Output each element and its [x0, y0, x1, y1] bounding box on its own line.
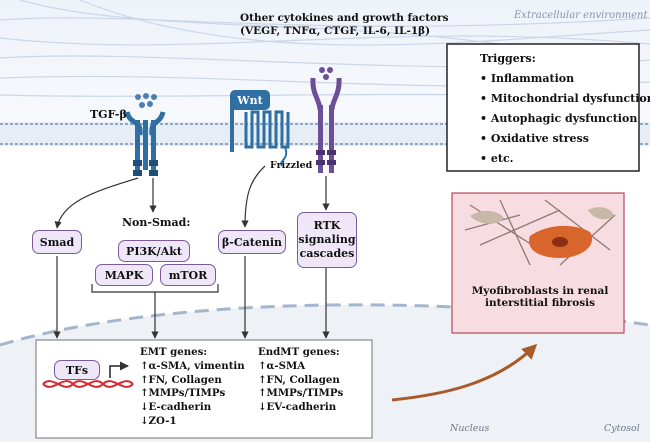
- emt-item: ↑α-SMA, vimentin: [140, 359, 245, 372]
- emt-item: ↓E-cadherin: [140, 401, 212, 414]
- myofibroblast-image: [464, 199, 616, 266]
- emt-title: EMT genes:: [140, 346, 208, 358]
- endmt-item: ↑α-SMA: [258, 359, 306, 372]
- emt-genes: EMT genes: ↑α-SMA, vimentin ↑FN, Collage…: [140, 346, 245, 429]
- other-factors-title: Other cytokines and growth factors: [240, 12, 449, 24]
- tgfb-label: TGF-β: [90, 108, 127, 121]
- catenin-node: β-Catenin: [218, 230, 286, 254]
- pi3k-node: PI3K/Akt: [118, 240, 190, 262]
- fibrosis-arrow: [391, 343, 538, 402]
- triggers-list: Triggers: • Inflammation • Mitochondrial…: [480, 49, 650, 169]
- tfs-node: TFs: [54, 360, 100, 380]
- endmt-item: ↑FN, Collagen: [258, 373, 340, 386]
- signaling-arrows: [53, 165, 330, 339]
- tgfb-receptor: [124, 111, 166, 176]
- myofibroblast-caption: Myofibroblasts in renal interstitial fib…: [471, 285, 609, 309]
- smad-node: Smad: [32, 230, 82, 254]
- trigger-item: • Inflammation: [480, 72, 575, 85]
- endmt-title: EndMT genes:: [258, 346, 340, 358]
- emt-item: ↑FN, Collagen: [140, 373, 222, 386]
- tgfb-ligands: [135, 93, 157, 108]
- triggers-title: Triggers:: [480, 52, 536, 65]
- transcription-arrow: [109, 361, 129, 378]
- endmt-item: ↓EV-cadherin: [258, 401, 337, 414]
- nucleus-label: Nucleus: [450, 423, 490, 434]
- other-factors-list: (VEGF, TNFα, CTGF, IL-6, IL-1β): [240, 25, 431, 37]
- endmt-genes: EndMT genes: ↑α-SMA ↑FN, Collagen ↑MMPs/…: [258, 346, 343, 415]
- frizzled-label: Frizzled: [270, 160, 313, 171]
- endmt-item: ↑MMPs/TIMPs: [258, 387, 344, 400]
- dna-icon: [42, 380, 134, 388]
- emt-item: ↑MMPs/TIMPs: [140, 387, 226, 400]
- trigger-item: • Autophagic dysfunction: [480, 112, 638, 125]
- cytosol-label: Cytosol: [604, 423, 640, 434]
- gene-box: [35, 339, 373, 439]
- extracellular-label: Extracellular environment: [514, 10, 648, 21]
- frizzled-receptor: [230, 99, 290, 167]
- trigger-item: • etc.: [480, 152, 514, 165]
- triggers-box: [446, 43, 640, 172]
- mtor-node: mTOR: [160, 264, 216, 286]
- trigger-item: • Mitochondrial dysfunction: [480, 92, 650, 105]
- non-smad-label: Non-Smad:: [122, 216, 191, 229]
- emt-item: ↓ZO-1: [140, 414, 177, 427]
- rtk-receptor: [310, 67, 342, 173]
- trigger-item: • Oxidative stress: [480, 132, 589, 145]
- rtk-node: RTK signaling cascades: [297, 212, 357, 268]
- mapk-node: MAPK: [95, 264, 153, 286]
- wnt-ligand: Wnt: [230, 90, 270, 110]
